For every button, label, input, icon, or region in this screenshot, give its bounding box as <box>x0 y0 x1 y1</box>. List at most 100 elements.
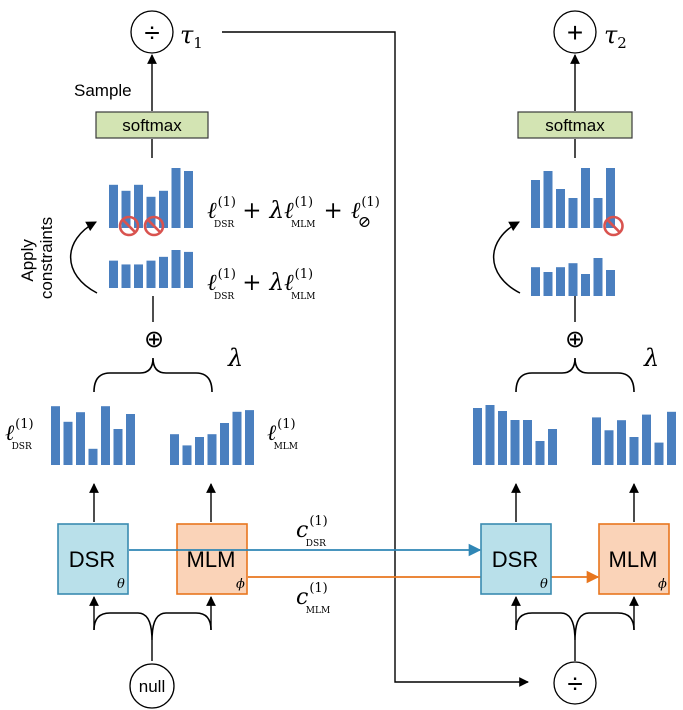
forbidden-slash <box>606 218 621 234</box>
c-dsr-label: c(1)DSR <box>296 514 328 549</box>
bar <box>126 414 135 465</box>
left-mlm-loss-label: ℓ(1)MLM <box>267 417 298 452</box>
bar <box>88 448 98 465</box>
right-column: + τ2 softmax ⊕ λ DSR θ MLM ϕ ÷ <box>473 10 676 705</box>
bar <box>134 184 143 228</box>
bar <box>556 267 565 296</box>
bar <box>629 437 639 465</box>
left-dsr-loss-bars <box>51 406 135 465</box>
bar <box>121 190 131 228</box>
bar <box>63 421 73 465</box>
bar <box>543 171 553 228</box>
right-dsr-box <box>480 523 552 595</box>
bar <box>510 420 520 465</box>
c-mlm-label: c(1)MLM <box>296 581 330 616</box>
left-op-symbol: ÷ <box>144 17 159 48</box>
bar <box>654 442 664 465</box>
bar <box>617 420 626 465</box>
bar <box>109 260 118 288</box>
bar <box>667 411 676 465</box>
left-formula-mid: ℓ(1)DSR+λℓ(1)MLM <box>207 267 315 302</box>
bar <box>568 263 578 296</box>
right-brace <box>515 357 635 393</box>
forbidden-icon <box>603 215 624 237</box>
bar <box>159 256 168 288</box>
bar <box>568 198 578 228</box>
right-softmax-box <box>517 111 633 139</box>
left-apply-curve-arrow <box>70 221 98 294</box>
right-bottom-brace <box>515 612 635 641</box>
right-dsr-box-param: θ <box>540 577 548 592</box>
right-input-symbol: ÷ <box>567 668 582 699</box>
bar <box>113 429 123 465</box>
bar <box>593 198 603 228</box>
left-mlm-box <box>176 523 248 595</box>
bar <box>184 171 193 228</box>
right-dsr-box-label: DSR <box>492 547 538 572</box>
left-mlm-box-label: MLM <box>187 547 236 572</box>
left-brace <box>93 357 213 393</box>
right-mid-bars <box>531 258 615 296</box>
forbidden-slash <box>146 218 162 234</box>
left-softmax-box <box>95 111 209 139</box>
left-dsr-box <box>57 523 129 595</box>
bar <box>146 196 156 228</box>
bar <box>171 168 181 228</box>
left-bottom-brace <box>93 612 212 641</box>
left-mlm-box-param: ϕ <box>236 577 245 592</box>
bar <box>170 434 179 465</box>
right-top-bars <box>531 168 624 237</box>
left-oplus: ⊕ <box>144 326 164 353</box>
forbidden-icon <box>118 215 140 237</box>
right-op-symbol: + <box>567 17 583 48</box>
bar <box>485 405 495 465</box>
bar <box>109 184 118 228</box>
right-oplus: ⊕ <box>565 326 585 353</box>
left-lambda: λ <box>227 344 243 372</box>
bar <box>581 168 590 228</box>
bar <box>207 434 217 465</box>
bar <box>543 272 553 296</box>
bar <box>101 406 110 465</box>
bar <box>195 437 204 465</box>
bar <box>606 168 615 228</box>
bar <box>531 267 540 296</box>
bar <box>523 420 532 465</box>
bar <box>245 410 254 465</box>
left-sample-label: Sample <box>74 81 132 100</box>
bar <box>548 429 557 465</box>
bar <box>531 180 540 228</box>
right-mlm-box-param: ϕ <box>658 577 667 592</box>
bar <box>220 423 229 465</box>
middle-connectors: c(1)DSR c(1)MLM <box>129 31 600 687</box>
right-mlm-box <box>598 523 670 595</box>
bar <box>76 412 85 465</box>
bar <box>184 251 193 288</box>
bar <box>535 441 545 465</box>
left-column: ÷ τ1 Sample softmax Apply constraints ℓ(… <box>5 10 380 709</box>
right-apply-curve-arrow <box>493 221 521 294</box>
left-formula-top: ℓ(1)DSR+λℓ(1)MLM+ℓ(1)⊘ <box>207 195 380 231</box>
left-op-circle <box>130 10 174 54</box>
left-dsr-loss-label: ℓ(1)DSR <box>5 417 34 452</box>
right-mlm-loss-bars <box>592 411 676 465</box>
left-dsr-box-label: DSR <box>69 547 115 572</box>
right-softmax-label: softmax <box>545 116 605 135</box>
bar <box>592 417 601 465</box>
bar <box>159 190 168 228</box>
left-mlm-loss-bars <box>170 410 254 465</box>
bar <box>473 408 482 465</box>
bar <box>606 270 615 296</box>
left-tau: τ1 <box>180 21 203 52</box>
left-mid-bars <box>109 250 193 288</box>
right-op-circle <box>553 10 597 54</box>
bar <box>121 264 131 288</box>
left-top-bars <box>109 168 193 237</box>
forbidden-icon <box>143 215 165 237</box>
null-circle <box>129 663 175 709</box>
bar <box>642 414 651 465</box>
bar <box>182 445 192 465</box>
bar <box>604 430 614 465</box>
bar <box>593 258 603 296</box>
